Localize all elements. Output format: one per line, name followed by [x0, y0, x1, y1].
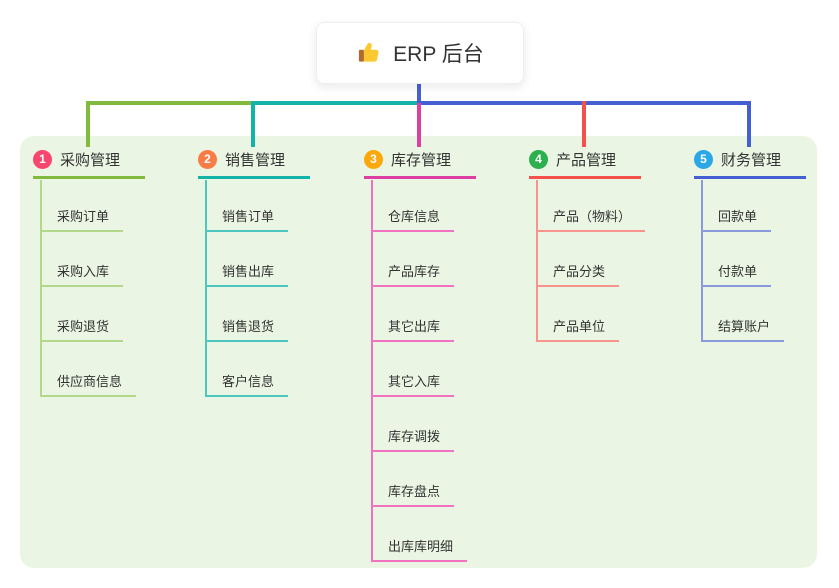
branch-node-库存管理[interactable]: 3 库存管理: [364, 148, 476, 179]
branch-trunk-line: [205, 180, 207, 397]
branch-trunk-line: [40, 180, 42, 397]
mindmap-panel: [20, 136, 817, 568]
branch-stub-1: [86, 101, 90, 147]
child-node-采购入库[interactable]: 采购入库: [40, 264, 124, 287]
branch-stub-2: [251, 101, 255, 147]
child-node-出库库明细[interactable]: 出库库明细: [371, 539, 468, 562]
branch-label: 销售管理: [225, 152, 286, 169]
child-node-回款单[interactable]: 回款单: [701, 209, 772, 232]
child-node-采购订单[interactable]: 采购订单: [40, 209, 124, 232]
branch-label: 财务管理: [721, 152, 782, 169]
branch-number-badge: 2: [198, 150, 217, 169]
root-node[interactable]: ERP 后台: [316, 22, 524, 84]
child-node-结算账户[interactable]: 结算账户: [701, 319, 785, 342]
child-node-销售订单[interactable]: 销售订单: [205, 209, 289, 232]
root-connector-line: [417, 82, 421, 105]
branch-number-badge: 1: [33, 150, 52, 169]
child-node-其它入库[interactable]: 其它入库: [371, 374, 455, 397]
branch-elbow-2: [251, 101, 419, 105]
branch-node-采购管理[interactable]: 1 采购管理: [33, 148, 145, 179]
branch-node-销售管理[interactable]: 2 销售管理: [198, 148, 310, 179]
child-node-其它出库[interactable]: 其它出库: [371, 319, 455, 342]
branch-stub-3: [417, 103, 421, 147]
child-node-采购退货[interactable]: 采购退货: [40, 319, 124, 342]
branch-stub-4: [582, 101, 586, 147]
branch-stub-5: [747, 101, 751, 147]
branch-trunk-line: [536, 180, 538, 342]
root-title: ERP 后台: [393, 43, 484, 66]
branch-trunk-line: [701, 180, 703, 342]
branch-label: 库存管理: [391, 152, 452, 169]
child-node-产品（物料）[interactable]: 产品（物料）: [536, 209, 646, 232]
child-node-销售出库[interactable]: 销售出库: [205, 264, 289, 287]
child-node-产品分类[interactable]: 产品分类: [536, 264, 620, 287]
branch-label: 产品管理: [556, 152, 617, 169]
child-node-供应商信息[interactable]: 供应商信息: [40, 374, 137, 397]
branch-label: 采购管理: [60, 152, 121, 169]
thumbs-up-icon: [356, 40, 382, 66]
child-node-库存盘点[interactable]: 库存盘点: [371, 484, 455, 507]
branch-node-产品管理[interactable]: 4 产品管理: [529, 148, 641, 179]
branch-node-财务管理[interactable]: 5 财务管理: [694, 148, 806, 179]
child-node-客户信息[interactable]: 客户信息: [205, 374, 289, 397]
branch-number-badge: 5: [694, 150, 713, 169]
child-node-产品单位[interactable]: 产品单位: [536, 319, 620, 342]
child-node-仓库信息[interactable]: 仓库信息: [371, 209, 455, 232]
branch-trunk-line: [371, 180, 373, 562]
child-node-销售退货[interactable]: 销售退货: [205, 319, 289, 342]
child-node-产品库存[interactable]: 产品库存: [371, 264, 455, 287]
child-node-付款单[interactable]: 付款单: [701, 264, 772, 287]
branch-number-badge: 4: [529, 150, 548, 169]
child-node-库存调拨[interactable]: 库存调拨: [371, 429, 455, 452]
branch-number-badge: 3: [364, 150, 383, 169]
